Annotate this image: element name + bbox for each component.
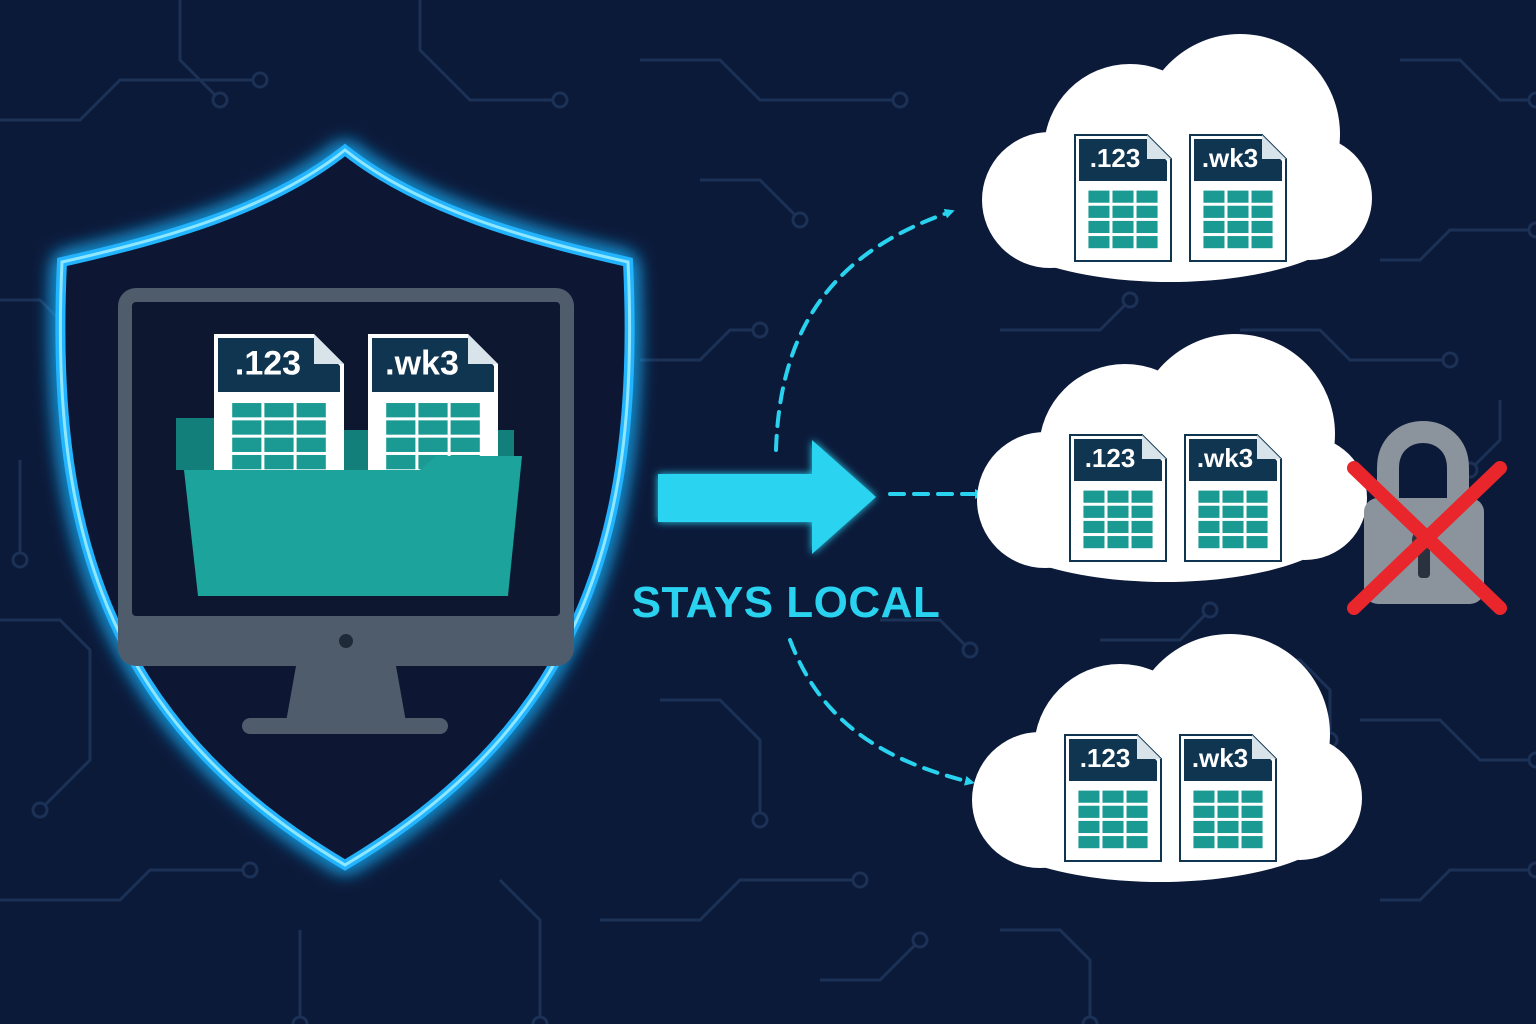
file-extension-label: .123 (1080, 743, 1131, 773)
circuit-trace (660, 698, 762, 820)
spreadsheet-grid-icon (1083, 490, 1153, 549)
cloud-group: .123 .wk3 .123 .wk3 .123 .wk3 (972, 34, 1372, 882)
circuit-trace (1000, 928, 1092, 1024)
file-extension-label: .123 (1090, 143, 1141, 173)
circuit-trace (600, 878, 860, 922)
circuit-node (211, 91, 229, 109)
circuit-trace (1380, 228, 1536, 262)
stays-local-label: STAYS LOCAL (632, 578, 941, 627)
file-extension-label: .wk3 (1202, 143, 1258, 173)
circuit-trace (0, 78, 260, 122)
circuit-node (31, 801, 49, 819)
circuit-node (751, 321, 769, 339)
file-extension-label: .wk3 (1197, 443, 1253, 473)
circuit-node (241, 861, 259, 879)
circuit-node (851, 871, 869, 889)
circuit-trace (880, 618, 972, 652)
circuit-node (1527, 221, 1536, 239)
circuit-node (751, 811, 769, 829)
circuit-trace (498, 878, 542, 1024)
circuit-node (291, 1015, 309, 1024)
circuit-node (1527, 751, 1536, 769)
spreadsheet-grid-icon (1193, 790, 1263, 849)
cloud-icon: .123 .wk3 (972, 634, 1362, 882)
circuit-node (961, 641, 979, 659)
file-extension-label: .wk3 (1192, 743, 1248, 773)
file-extension-label: .123 (1085, 443, 1136, 473)
circuit-node (1201, 601, 1219, 619)
circuit-trace (820, 938, 922, 982)
file-extension-label: .wk3 (385, 345, 459, 383)
arrow-right-icon (658, 440, 876, 554)
spreadsheet-file-icon: .wk3 (1179, 734, 1277, 862)
circuit-node (911, 931, 929, 949)
circuit-node (1527, 91, 1536, 109)
circuit-node (1527, 861, 1536, 879)
circuit-trace (0, 618, 92, 812)
circuit-node (531, 1015, 549, 1024)
spreadsheet-grid-icon (1078, 790, 1148, 849)
dashed-connector-group (774, 208, 985, 786)
circuit-node (791, 211, 809, 229)
spreadsheet-grid-icon (232, 403, 326, 470)
circuit-trace (1100, 608, 1212, 642)
folder-front (184, 456, 522, 596)
file-extension-label: .123 (235, 345, 301, 383)
circuit-node (11, 551, 29, 569)
circuit-node (891, 91, 909, 109)
red-x-icon (1347, 461, 1507, 615)
circuit-trace (640, 328, 760, 362)
spreadsheet-file-icon: .123 (1069, 434, 1167, 562)
spreadsheet-file-icon: .123 (1074, 134, 1172, 262)
local-file-group: .123 .wk3 (214, 334, 498, 484)
circuit-trace (1400, 58, 1536, 102)
circuit-node (1441, 351, 1459, 369)
spreadsheet-grid-icon (1203, 190, 1273, 249)
spreadsheet-file-icon: .wk3 (368, 334, 498, 484)
dashed-arrow-bottom (788, 638, 975, 786)
spreadsheet-file-icon: .123 (214, 334, 344, 484)
circuit-trace (1380, 868, 1536, 902)
circuit-node (251, 71, 269, 89)
circuit-trace (640, 58, 900, 102)
circuit-node (551, 91, 569, 109)
circuit-trace (700, 178, 802, 222)
cloud-icon: .123 .wk3 (977, 334, 1367, 582)
spreadsheet-grid-icon (1198, 490, 1268, 549)
circuit-trace (0, 868, 250, 902)
circuit-trace (1000, 298, 1132, 332)
circuit-node (1081, 1015, 1099, 1024)
circuit-node (1121, 291, 1139, 309)
circuit-trace (418, 0, 560, 102)
spreadsheet-grid-icon (1088, 190, 1158, 249)
circuit-trace (1468, 400, 1502, 472)
cloud-icon: .123 .wk3 (982, 34, 1372, 282)
spreadsheet-file-icon: .123 (1064, 734, 1162, 862)
spreadsheet-file-icon: .wk3 (1184, 434, 1282, 562)
circuit-trace (1240, 328, 1450, 362)
spreadsheet-file-icon: .wk3 (1189, 134, 1287, 262)
circuit-trace (178, 0, 222, 102)
circuit-trace (1360, 718, 1536, 762)
dashed-arrow-top (774, 208, 955, 452)
